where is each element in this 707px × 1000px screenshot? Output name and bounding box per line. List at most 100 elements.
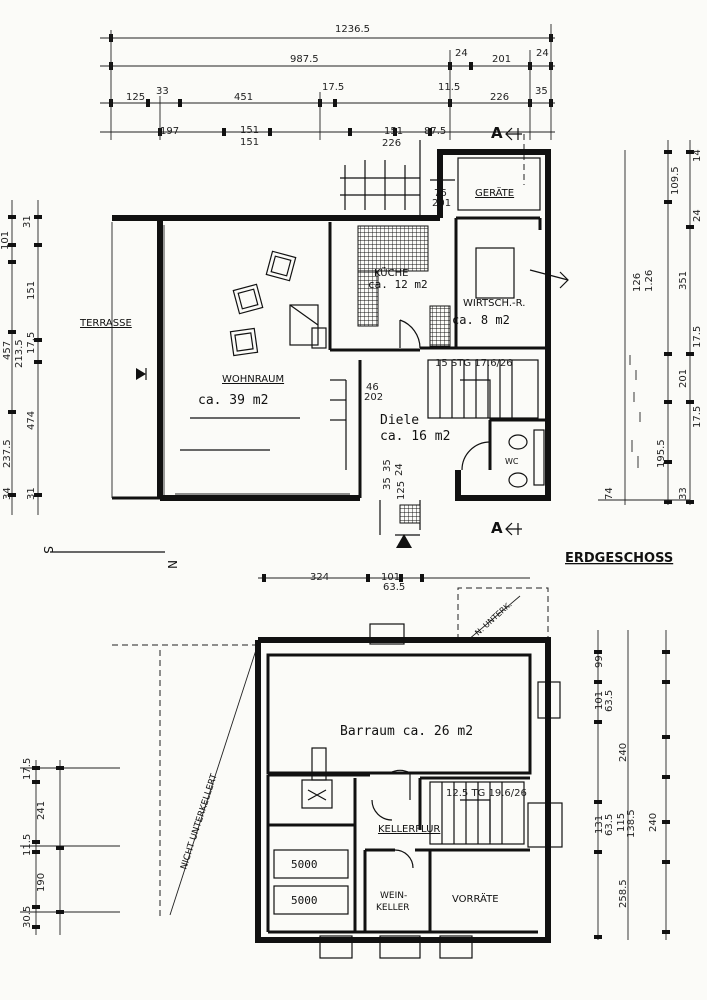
dim-top-11-5: 11.5 (438, 82, 460, 93)
dim-cellar-right-99: 99 (594, 655, 605, 668)
dim-right-109-5: 109.5 (670, 166, 681, 195)
room-label-barraum: Barraum ca. 26 m2 (340, 724, 473, 739)
dim-top-451: 451 (234, 92, 253, 103)
room-label-wc: WC (505, 457, 519, 466)
dim-left-151: 151 (26, 281, 37, 300)
dim-cellar-right-101: 101 (594, 691, 605, 710)
dim-cellar-63-5: 63.5 (383, 582, 405, 593)
dim-cellar-right-240a: 240 (618, 743, 629, 762)
dim-door-35a: 35 (382, 459, 393, 472)
room-label-kueche: KÜCHE (374, 266, 408, 279)
dim-overall-width: 1236.5 (335, 24, 370, 35)
orientation-north: N (165, 560, 179, 569)
svg-text:A: A (491, 124, 503, 142)
cellar-right-dimensions (594, 630, 670, 940)
dim-door-125: 125 (396, 481, 407, 500)
dim-top-151a: 151 (240, 125, 259, 136)
label-nicht-unterkellert: NICHT UNTERKELLERT (179, 772, 220, 871)
dim-top-33: 33 (156, 86, 169, 97)
dim-cellar-101: 101 (381, 572, 400, 583)
svg-text:A: A (491, 519, 503, 537)
orientation-south: S (41, 546, 55, 554)
dim-left-213-5: 213.5 (14, 339, 25, 368)
stair-note-ground: 15 STG 17.6/26 (435, 358, 513, 369)
tank-label-2: 5000 (291, 894, 318, 907)
room-label-terrasse: TERRASSE (79, 318, 132, 329)
dim-right-201: 201 (678, 369, 689, 388)
room-area-diele: ca. 16 m2 (380, 429, 450, 444)
dim-right-195-5: 195.5 (656, 439, 667, 468)
dim-cellar-left-11-5: 11.5 (22, 834, 33, 856)
ground-floor-plan (111, 149, 569, 548)
room-label-vorraete: VORRÄTE (452, 892, 499, 905)
room-area-kueche: ca. 12 m2 (368, 278, 428, 291)
dim-top-197: 197 (160, 126, 179, 137)
floor-title: ERDGESCHOSS (565, 551, 673, 566)
dim-top-226: 226 (490, 92, 509, 103)
dim-cellar-right-115: 115 (616, 813, 627, 832)
room-label-kellerflur: KELLERFLUR (378, 824, 440, 835)
dim-top-35: 35 (535, 86, 548, 97)
dim-cellar-left-17-5: 17.5 (22, 758, 33, 780)
dim-door-24: 24 (394, 463, 405, 476)
dim-top-151b: 151 (240, 137, 259, 148)
dim-cellar-324: 324 (310, 572, 329, 583)
dim-cellar-right-258-5: 258.5 (618, 879, 629, 908)
room-label-weinkeller-2: KELLER (376, 903, 410, 913)
window-markers (180, 379, 347, 470)
dim-left-17-5: 17.5 (26, 332, 37, 354)
section-marker-bottom: A (491, 519, 522, 537)
dim-top-201: 201 (492, 54, 511, 65)
dim-cellar-left-30-5: 30.5 (22, 906, 33, 928)
armchair-symbols (229, 250, 297, 357)
dim-top-24a: 24 (455, 48, 468, 59)
cellar-plan (112, 574, 563, 959)
dim-right-17-5b: 17.5 (692, 406, 703, 428)
dim-top-125: 125 (126, 92, 145, 103)
dim-right-351: 351 (678, 271, 689, 290)
dim-top-17-5: 17.5 (322, 82, 344, 93)
dim-cellar-right-138-5: 138.5 (626, 809, 637, 838)
dim-right-126: 126 (632, 273, 643, 292)
dim-right-1-26: 1.26 (644, 270, 655, 292)
dim-right-17-5a: 17.5 (692, 326, 703, 348)
dim-cellar-left-190: 190 (36, 873, 47, 892)
top-dimension-chains (100, 24, 555, 140)
dim-door-202: 202 (364, 392, 383, 403)
room-label-wohnraum: WOHNRAUM (222, 374, 284, 385)
room-label-geraete: GERÄTE (475, 186, 514, 199)
dim-door-35b: 35 (382, 477, 393, 490)
tank-label-1: 5000 (291, 858, 318, 871)
dim-left-101: 101 (0, 231, 11, 250)
dim-left-31b: 31 (26, 487, 37, 500)
left-dimension-chains (8, 200, 42, 515)
dim-left-474: 474 (26, 411, 37, 430)
dim-top-151c: 151 (384, 126, 403, 137)
room-label-wirtschaftsraum: WIRTSCH.-R. (463, 298, 525, 309)
dim-top-226b: 226 (382, 138, 401, 149)
dim-cellar-left-241: 241 (36, 801, 47, 820)
dim-top-87-5: 87.5 (424, 126, 446, 137)
room-area-wirtschaftsraum: ca. 8 m2 (452, 313, 510, 327)
room-label-diele: Diele (380, 413, 419, 428)
dim-cellar-right-240b: 240 (648, 813, 659, 832)
dim-right-14: 14 (692, 149, 703, 162)
dim-door-46: 46 (366, 382, 379, 393)
orientation-axis: S N (41, 546, 179, 569)
room-area-wohnraum: ca. 39 m2 (198, 393, 268, 408)
dim-cellar-right-63-5b: 63.5 (604, 814, 615, 836)
label-n-unterkellert: N. UNTERK. (473, 600, 513, 638)
room-label-weinkeller-1: WEIN- (380, 891, 407, 901)
stair-note-cellar: 12.5 TG 19.6/26 (446, 788, 527, 799)
dim-right-74: 74 (604, 487, 615, 500)
dim-top-24b: 24 (536, 48, 549, 59)
right-stair-markers (598, 355, 690, 501)
dim-left-457: 457 (2, 341, 13, 360)
dim-left-34: 34 (2, 487, 13, 500)
cellar-left-dimensions (20, 760, 120, 935)
dim-cellar-right-63-5: 63.5 (604, 690, 615, 712)
dim-right-24: 24 (692, 209, 703, 222)
dim-cellar-right-131: 131 (594, 815, 605, 834)
dim-top-987: 987.5 (290, 54, 319, 65)
